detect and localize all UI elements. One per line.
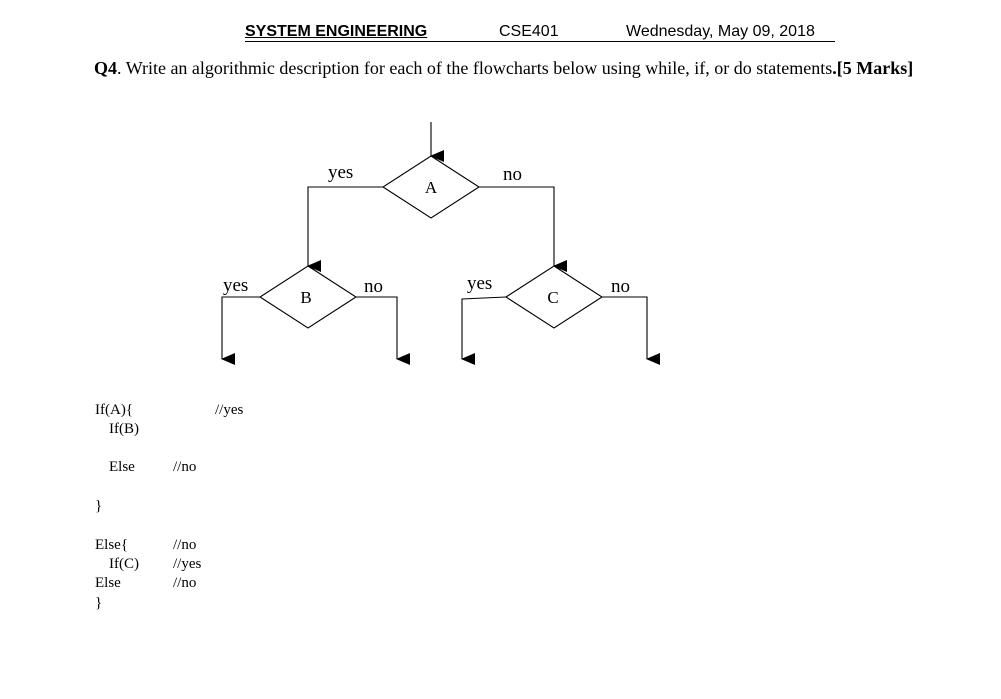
code-line-else-a: Else{: [95, 537, 129, 553]
decision-c-diamond: [504, 265, 604, 329]
c-yes-connector: [461, 296, 507, 365]
page-header: SYSTEM ENGINEERING CSE401 Wednesday, May…: [0, 23, 1001, 43]
code-line-if-b: If(B): [109, 421, 139, 437]
code-comment-yes: //yes: [173, 556, 202, 572]
node-b-label: B: [300, 288, 311, 307]
question-body: . Write an algorithmic description for e…: [117, 58, 833, 78]
b-yes-connector: [221, 296, 260, 365]
a-no-label: no: [503, 164, 522, 185]
code-line-else-c: Else: [95, 575, 121, 591]
code-line-close-brace: }: [95, 595, 103, 611]
node-a-label: A: [425, 178, 438, 197]
code-line-if-c: If(C): [109, 556, 139, 572]
exam-date: Wednesday, May 09, 2018: [626, 23, 815, 40]
decision-a-diamond: [381, 155, 481, 219]
a-no-connector: [479, 186, 567, 272]
question-marks: .[5 Marks]: [832, 58, 914, 78]
code-comment-no: //no: [173, 575, 197, 591]
code-line-if-a: If(A){: [95, 402, 134, 418]
question-number: Q4: [94, 58, 118, 78]
b-no-label: no: [364, 276, 383, 297]
header-underline: [245, 41, 835, 42]
code-comment-no: //no: [173, 459, 197, 475]
c-no-connector: [602, 296, 660, 365]
course-code: CSE401: [499, 23, 559, 40]
c-no-label: no: [611, 276, 630, 297]
a-yes-label: yes: [328, 162, 353, 183]
question-text: Q4. Write an algorithmic description for…: [94, 58, 994, 79]
c-yes-label: yes: [467, 273, 492, 294]
code-line-else-b: Else: [109, 459, 135, 475]
code-comment-no: //no: [173, 537, 197, 553]
a-yes-connector: [307, 186, 383, 272]
b-yes-label: yes: [223, 275, 248, 296]
course-title: SYSTEM ENGINEERING: [245, 23, 428, 40]
decision-b-diamond: [258, 265, 358, 329]
node-c-label: C: [547, 288, 558, 307]
code-line-close-brace: }: [95, 498, 103, 514]
code-comment-yes: //yes: [215, 402, 244, 418]
b-no-connector: [356, 296, 410, 365]
